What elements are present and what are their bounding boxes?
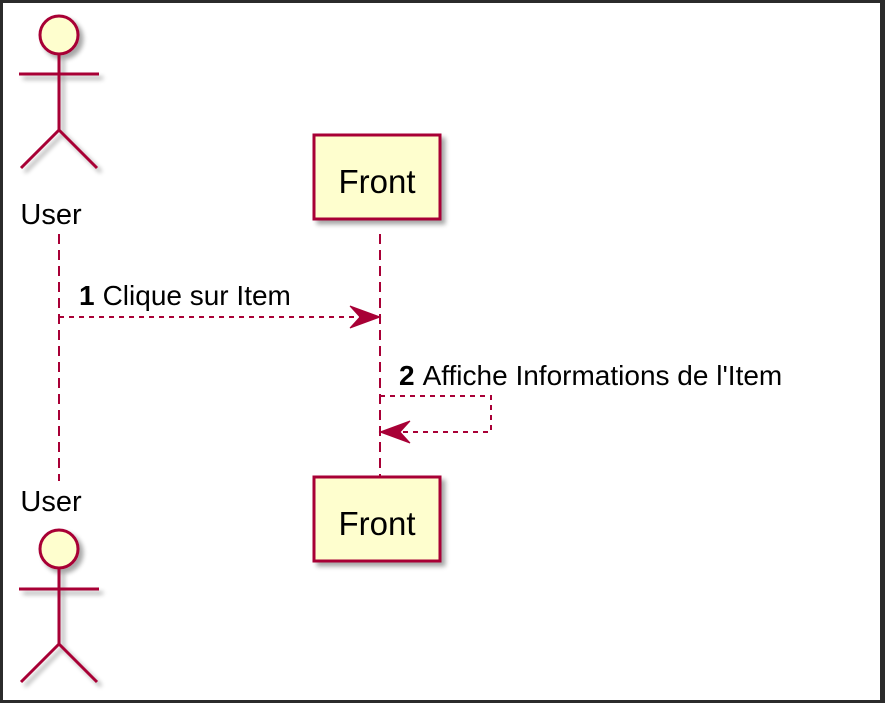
front-box-bottom [312,475,442,563]
front-label-bottom: Front [338,505,415,542]
user-actor-top [19,14,99,170]
message-2-text: Affiche Informations de l'Item [423,360,783,391]
front-box-top [312,133,442,221]
message-2-number: 2 [399,360,415,391]
message-1-text: Clique sur Item [103,280,291,311]
user-label-bottom: User [20,486,82,518]
message-2-arrow [378,395,492,444]
sequence-diagram: User Front 1 Clique sur Item 2 Affiche Inf… [19,14,782,684]
message-1-number: 1 [79,280,95,311]
front-label-top: Front [338,163,415,200]
sequence-diagram-canvas: User Front 1 Clique sur Item 2 Affiche Inf… [3,3,880,700]
message-1-label: 1 Clique sur Item [79,280,291,311]
user-label-top: User [20,199,82,231]
message-1-arrow [59,305,382,329]
message-2-label: 2 Affiche Informations de l'Item [399,360,782,391]
user-actor-bottom [19,528,99,684]
